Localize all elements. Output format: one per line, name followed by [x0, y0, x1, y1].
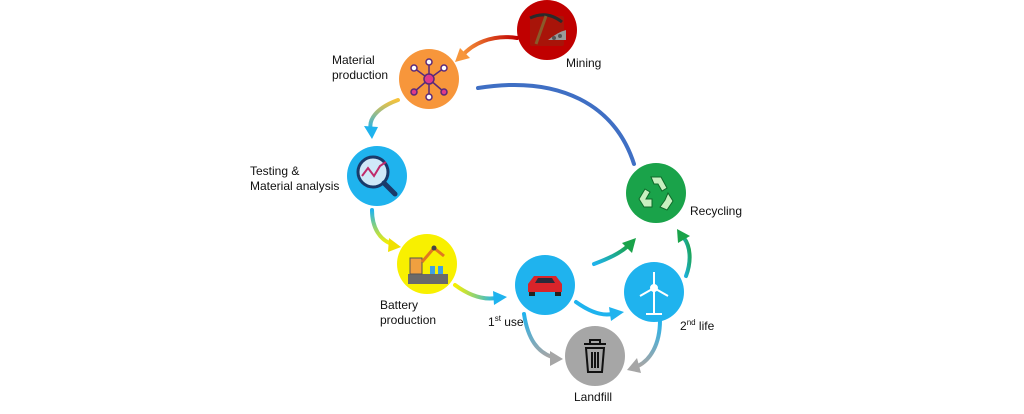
arrow-battery-to-first-use — [453, 283, 507, 305]
arrow-first-use-to-recycling — [592, 238, 636, 266]
mining-label: Mining — [566, 56, 602, 70]
arrow-first-use-to-second-life — [574, 300, 624, 321]
material-production-label: Material production — [332, 53, 388, 83]
arrow-second-life-to-recycling — [677, 229, 692, 278]
node-first-use — [515, 255, 575, 315]
battery-production-label: Battery production — [380, 298, 436, 328]
node-recycling — [626, 163, 686, 223]
recycling-return-arc — [476, 83, 636, 166]
material-production-label-line2: production — [332, 68, 389, 82]
node-landfill — [565, 326, 625, 386]
arrow-material-to-testing — [364, 98, 400, 139]
material-production-label-line1: Material — [332, 53, 375, 67]
arrow-second-life-to-landfill — [627, 318, 662, 373]
landfill-label: Landfill — [574, 390, 613, 404]
molecule-network-icon — [410, 58, 448, 101]
magnifier-chart-icon — [356, 155, 398, 197]
node-battery-production — [397, 234, 457, 294]
trash-can-icon — [584, 339, 606, 373]
testing-label: Testing & Material analysis — [250, 164, 339, 194]
arrow-mining-to-material — [455, 35, 519, 62]
node-second-life — [624, 262, 684, 322]
second-life-label-num: 2 — [680, 319, 687, 333]
pickaxe-icon — [529, 13, 566, 46]
node-testing — [347, 146, 407, 206]
node-material-production — [399, 49, 459, 109]
car-icon — [528, 276, 562, 296]
arrow-first-use-to-landfill — [522, 312, 563, 366]
first-use-label: 1st use — [488, 311, 524, 330]
factory-robot-arm-icon — [408, 245, 448, 284]
testing-label-line2: Material analysis — [250, 179, 340, 193]
second-life-label-sup: nd — [686, 318, 696, 327]
second-life-label-rest: life — [695, 319, 715, 333]
second-life-label: 2nd life — [680, 315, 714, 334]
node-mining — [517, 0, 577, 60]
wind-turbine-icon — [639, 272, 669, 315]
arrow-testing-to-battery — [370, 208, 401, 252]
battery-production-label-line1: Battery — [380, 298, 419, 312]
first-use-label-sup: st — [494, 314, 501, 323]
recycle-icon — [638, 176, 674, 211]
first-use-label-rest: use — [500, 315, 524, 329]
recycling-label: Recycling — [690, 204, 743, 218]
battery-production-label-line2: production — [380, 313, 437, 327]
first-use-label-num: 1 — [488, 315, 495, 329]
testing-label-line1: Testing & — [250, 164, 300, 178]
